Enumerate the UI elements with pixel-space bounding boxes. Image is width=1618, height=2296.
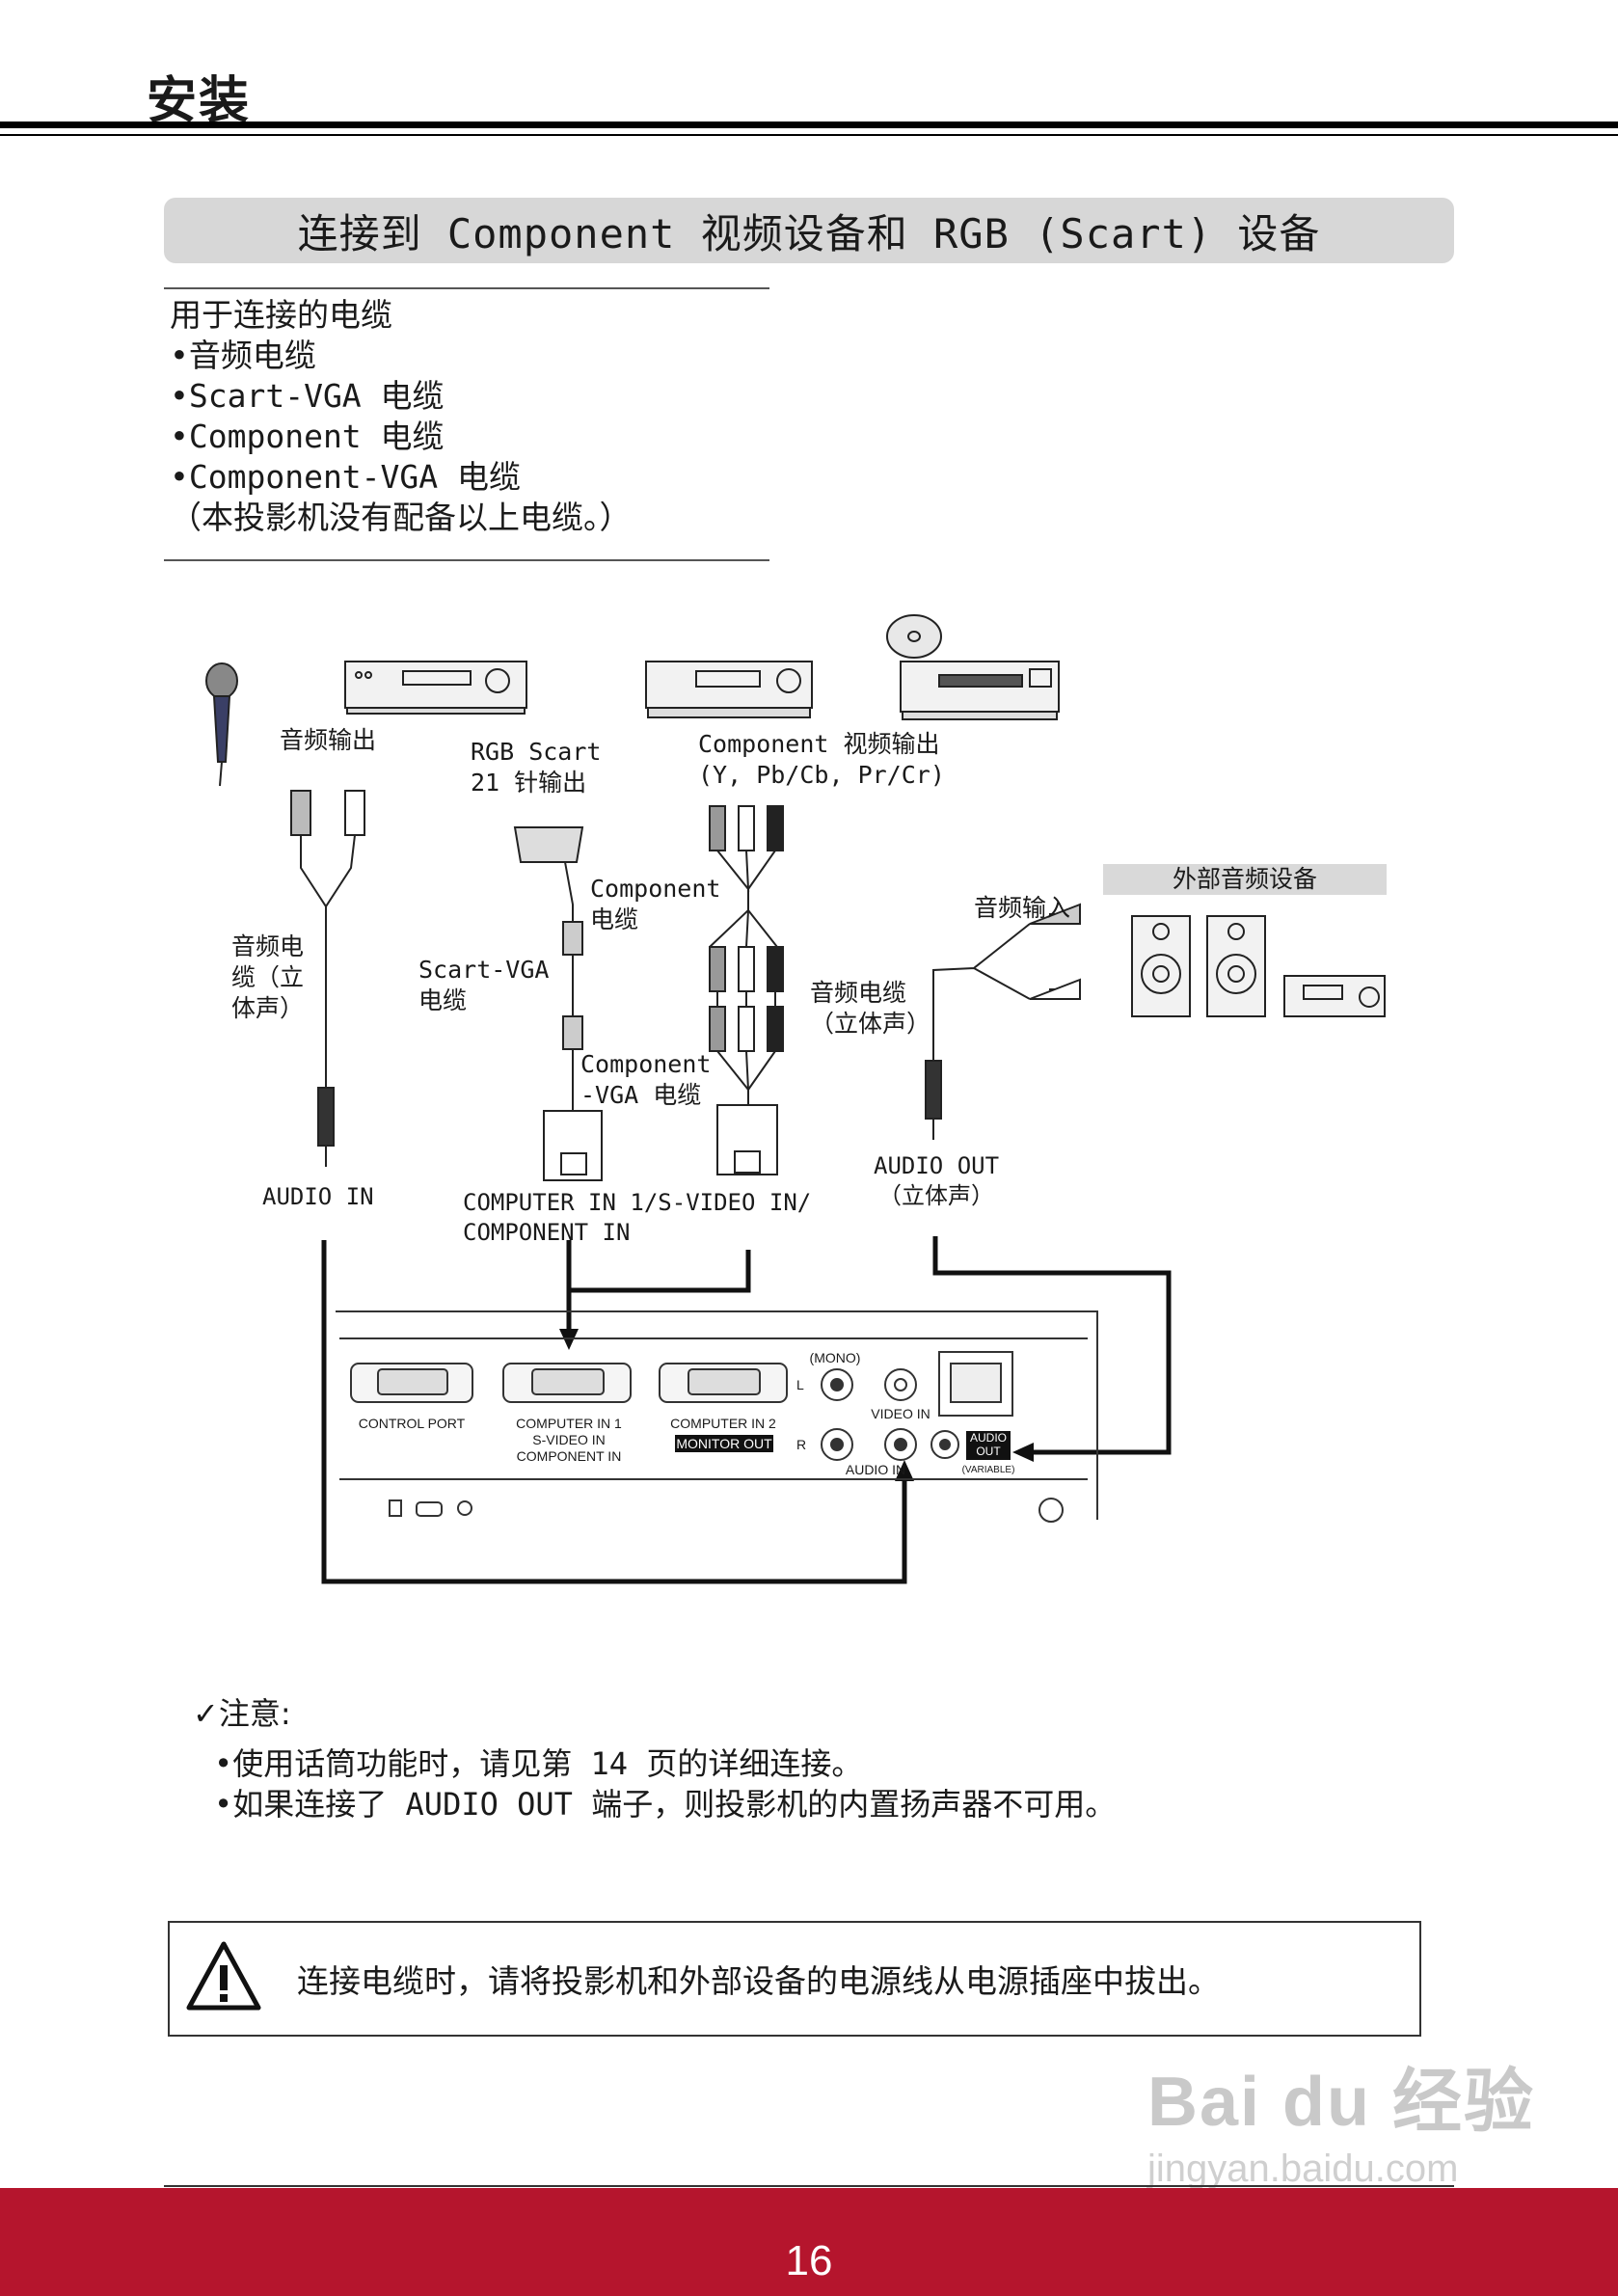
component-cable-label: Component 电缆	[590, 875, 721, 933]
audio-receiver-icon	[1283, 975, 1386, 1017]
footer-band	[0, 2188, 1618, 2296]
panel-monitor-out: MONITOR OUT	[676, 1436, 772, 1451]
notes-list: •使用话筒功能时，请见第 14 页的详细连接。 •如果连接了 AUDIO OUT…	[214, 1743, 1116, 1824]
audio-out-port-label: AUDIO OUT （立体声）	[874, 1152, 1000, 1209]
cable-item: •Component 电缆	[170, 418, 445, 455]
panel-computer-in1: COMPUTER IN 1 S-VIDEO IN COMPONENT IN	[516, 1416, 622, 1464]
panel-audio-in: AUDIO IN	[845, 1462, 906, 1477]
audio-input-label: 音频输入	[974, 894, 1071, 922]
panel-video-in: VIDEO IN	[871, 1406, 930, 1421]
component-vga-label: Component -VGA 电缆	[580, 1050, 712, 1109]
monitor-out-label-bg	[675, 1435, 773, 1452]
panel-r: R	[796, 1437, 807, 1452]
notes-section: ✓注意:	[193, 1693, 291, 1734]
projector-panel	[336, 1310, 1098, 1523]
panel-control-port: CONTROL PORT	[358, 1416, 466, 1431]
panel-variable: (VARIABLE)	[961, 1465, 1015, 1475]
cables-list: 用于连接的电缆 •音频电缆 •Scart-VGA 电缆 •Component 电…	[170, 295, 632, 538]
dvd-player-icon	[886, 614, 1060, 720]
speaker-icon	[1131, 915, 1266, 1017]
component-cable	[709, 805, 784, 1175]
cable-item: •Scart-VGA 电缆	[170, 377, 445, 415]
audio-in-label: AUDIO IN	[262, 1183, 374, 1210]
watermark-url: jingyan.baidu.com	[1147, 2147, 1459, 2190]
rgb-scart-label: RGB Scart 21 针输出	[471, 738, 602, 797]
audio-out-port-label-bg	[966, 1431, 1011, 1460]
note-item: •使用话筒功能时，请见第 14 页的详细连接。	[214, 1745, 863, 1782]
connection-diagram: 音频输出 RGB Scart 21 针输出 Component 视频输出 (Y,…	[205, 614, 1387, 1584]
page-number: 16	[785, 2237, 833, 2284]
cables-footnote: （本投影机没有配备以上电缆。）	[170, 499, 632, 536]
audio-out-label: 音频输出	[280, 726, 377, 754]
cables-bottom-rule	[164, 559, 769, 561]
vcr-icon	[645, 661, 813, 718]
audio-cable-left-label: 音频电 缆（立 体声）	[231, 932, 305, 1022]
scart-vga-label: Scart-VGA 电缆	[418, 956, 550, 1014]
page-header-title: 安装	[147, 72, 252, 130]
section-title: 连接到 Component 视频设备和 RGB (Scart) 设备	[164, 198, 1454, 263]
warning-box: 连接电缆时，请将投影机和外部设备的电源线从电源插座中拔出。	[168, 1921, 1421, 2037]
cables-heading: 用于连接的电缆	[170, 296, 392, 334]
warning-text: 连接电缆时，请将投影机和外部设备的电源线从电源插座中拔出。	[297, 1962, 1220, 2000]
note-item: •如果连接了 AUDIO OUT 端子，则投影机的内置扬声器不可用。	[214, 1786, 1117, 1823]
notes-heading: ✓注意:	[193, 1695, 291, 1732]
diagram-svg	[205, 614, 1387, 1584]
cables-top-rule	[164, 287, 769, 289]
audio-cable-right-label: 音频电缆 （立体声）	[810, 979, 931, 1038]
cable-item: •Component-VGA 电缆	[170, 458, 522, 496]
external-audio-label: 外部音频设备	[1172, 865, 1317, 893]
panel-mono: (MONO)	[809, 1350, 861, 1365]
header-rule-thin	[0, 134, 1618, 136]
cable-item: •音频电缆	[170, 337, 316, 374]
scart-vga-cable	[513, 826, 603, 1181]
computer-in-label: COMPUTER IN 1/S-VIDEO IN/ COMPONENT IN	[463, 1189, 812, 1246]
arrow-audio-out	[1012, 1443, 1034, 1462]
amplifier-icon	[344, 661, 527, 715]
warning-icon	[186, 1941, 261, 2011]
panel-audio-out: AUDIO OUT	[969, 1431, 1007, 1458]
panel-computer-in2: COMPUTER IN 2	[670, 1416, 776, 1431]
microphone-icon	[205, 662, 238, 787]
watermark: Bai du 经验 jingyan.baidu.com	[1147, 2044, 1535, 2191]
footer-rule	[164, 2185, 1454, 2187]
audio-cable-right	[925, 903, 1081, 1140]
panel-l: L	[796, 1377, 804, 1392]
external-audio-banner	[1103, 864, 1387, 895]
audio-cable-left	[290, 790, 365, 1167]
header-rule	[0, 122, 1618, 128]
arrow-audio-in	[895, 1460, 914, 1481]
component-out-label: Component 视频输出 (Y, Pb/Cb, Pr/Cr)	[698, 730, 945, 789]
watermark-logo: Bai du 经验	[1147, 2064, 1536, 2141]
